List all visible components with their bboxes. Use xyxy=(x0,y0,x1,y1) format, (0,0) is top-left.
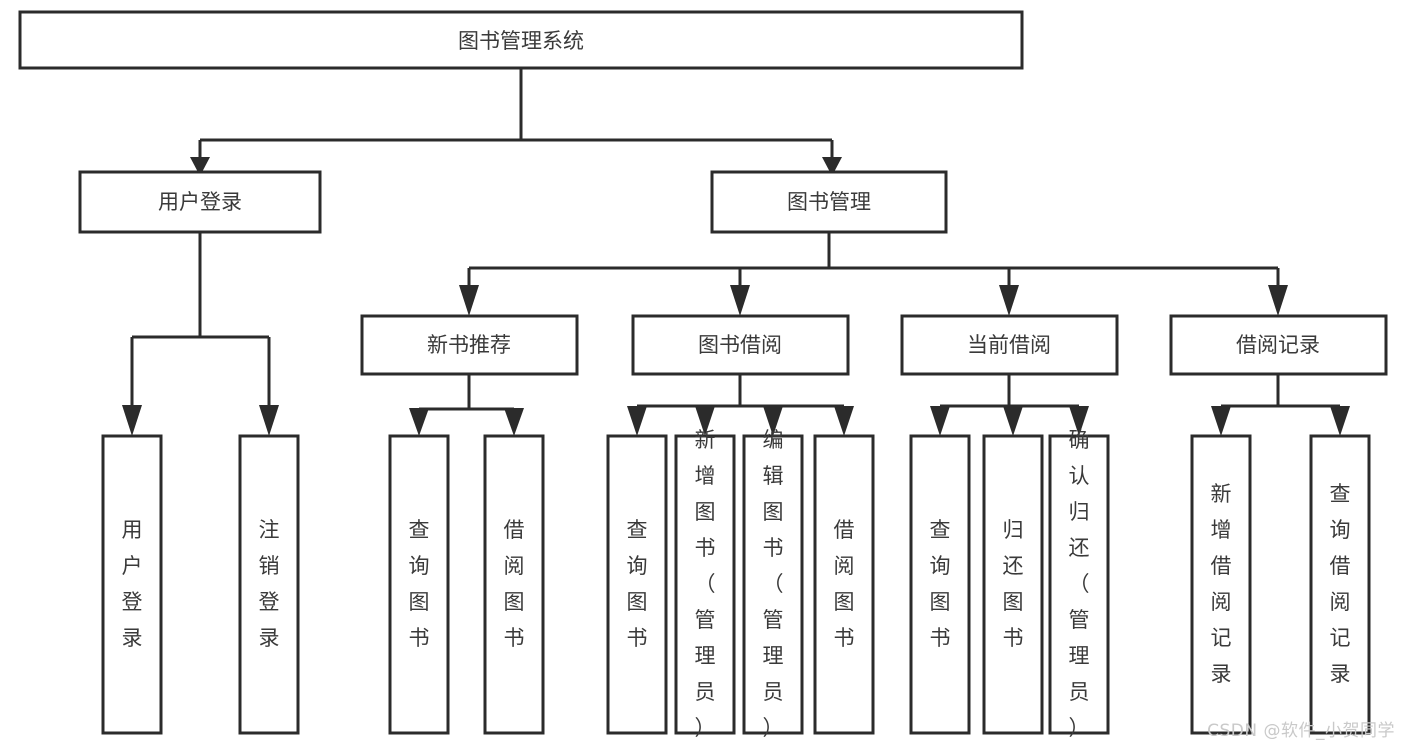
arrowhead-icon xyxy=(1211,406,1231,436)
node-book-manage[interactable]: 图书管理 xyxy=(710,170,948,234)
node-borrow-record-box xyxy=(1169,314,1388,376)
node-user-login-box xyxy=(78,170,322,234)
csdn-watermark: CSDN @软件_小贺同学 xyxy=(1207,721,1395,741)
arrowhead-icon xyxy=(730,285,750,316)
arrowhead-icon xyxy=(1330,406,1350,436)
node-current-borrow-box xyxy=(900,314,1119,376)
node-leaf-confirm-return-box xyxy=(1048,434,1110,735)
arrowhead-icon xyxy=(1268,285,1288,316)
node-leaf-add-record[interactable]: 新增借阅记录 xyxy=(1190,434,1252,735)
arrowhead-icon xyxy=(190,157,210,176)
node-leaf-add-book-label: 新增图书（管理员） xyxy=(695,428,716,740)
node-leaf-add-record-box xyxy=(1190,434,1252,735)
node-root-label: 图书管理系统 xyxy=(458,29,584,53)
node-current-borrow[interactable]: 当前借阅 xyxy=(900,314,1119,376)
node-leaf-user-login-label: 用户登录 xyxy=(122,518,143,650)
node-borrow-record[interactable]: 借阅记录 xyxy=(1169,314,1388,376)
node-book-borrow-box xyxy=(631,314,850,376)
node-borrow-record-label: 借阅记录 xyxy=(1236,333,1320,357)
arrowhead-icon xyxy=(122,405,142,436)
arrowhead-icon xyxy=(504,408,524,436)
node-leaf-confirm-return-label: 确认归还（管理员） xyxy=(1069,428,1090,740)
node-leaf-return-book-box xyxy=(982,434,1044,735)
node-leaf-query-book-2-box xyxy=(606,434,668,735)
node-leaf-query-record-box xyxy=(1309,434,1371,735)
node-leaf-add-book-box xyxy=(674,434,736,735)
node-leaf-edit-book-box xyxy=(742,434,804,735)
node-root-system[interactable]: 图书管理系统 xyxy=(18,10,1024,70)
node-leaf-borrow-book-2[interactable]: 借阅图书 xyxy=(813,434,875,735)
node-book-borrow-label: 图书借阅 xyxy=(698,333,782,357)
node-leaf-add-record-label: 新增借阅记录 xyxy=(1211,482,1232,686)
node-leaf-return-book-label: 归还图书 xyxy=(1003,518,1024,650)
node-leaf-borrow-book-1-label: 借阅图书 xyxy=(504,518,525,650)
node-leaf-return-book[interactable]: 归还图书 xyxy=(982,434,1044,735)
node-leaf-borrow-book-2-box xyxy=(813,434,875,735)
node-leaf-logout[interactable]: 注销登录 xyxy=(238,434,300,735)
node-leaf-borrow-book-2-label: 借阅图书 xyxy=(834,518,855,650)
node-current-borrow-label: 当前借阅 xyxy=(967,333,1051,357)
node-leaf-query-book-1-box xyxy=(388,434,450,735)
arrowhead-group xyxy=(122,157,1350,436)
node-leaf-query-book-2-label: 查询图书 xyxy=(627,518,648,650)
arrowhead-icon xyxy=(459,285,479,316)
node-leaf-user-login-box xyxy=(101,434,163,735)
arrowhead-icon xyxy=(409,408,429,436)
node-leaf-query-book-1[interactable]: 查询图书 xyxy=(388,434,450,735)
node-book-manage-box xyxy=(710,170,948,234)
node-user-login[interactable]: 用户登录 xyxy=(78,170,322,234)
node-leaf-edit-book-label: 编辑图书（管理员） xyxy=(763,428,784,740)
node-leaf-logout-box xyxy=(238,434,300,735)
arrowhead-icon xyxy=(695,406,715,436)
node-leaf-query-book-3-label: 查询图书 xyxy=(930,518,951,650)
node-book-borrow[interactable]: 图书借阅 xyxy=(631,314,850,376)
arrowhead-icon xyxy=(763,406,783,436)
node-leaf-borrow-book-1-box xyxy=(483,434,545,735)
node-leaf-query-book-2[interactable]: 查询图书 xyxy=(606,434,668,735)
node-user-login-label: 用户登录 xyxy=(158,190,242,214)
node-leaf-add-book[interactable]: 新增图书（管理员） xyxy=(674,428,736,740)
node-new-book-rec-label: 新书推荐 xyxy=(427,333,511,357)
node-leaf-edit-book[interactable]: 编辑图书（管理员） xyxy=(742,428,804,740)
node-leaf-borrow-book-1[interactable]: 借阅图书 xyxy=(483,434,545,735)
arrowhead-icon xyxy=(1069,406,1089,436)
arrowhead-icon xyxy=(1003,406,1023,436)
node-leaf-query-record[interactable]: 查询借阅记录 xyxy=(1309,434,1371,735)
arrowhead-icon xyxy=(999,285,1019,316)
node-leaf-logout-label: 注销登录 xyxy=(259,518,280,650)
arrowhead-icon xyxy=(259,405,279,436)
node-leaf-query-book-3-box xyxy=(909,434,971,735)
node-root-box xyxy=(18,10,1024,70)
node-new-book-rec-box xyxy=(360,314,579,376)
node-book-manage-label: 图书管理 xyxy=(787,190,871,214)
arrowhead-icon xyxy=(822,157,842,176)
arrowhead-icon xyxy=(930,406,950,436)
arrowhead-icon xyxy=(834,406,854,436)
node-leaf-query-record-label: 查询借阅记录 xyxy=(1330,482,1351,686)
node-leaf-user-login[interactable]: 用户登录 xyxy=(101,434,163,735)
node-leaf-query-book-3[interactable]: 查询图书 xyxy=(909,434,971,735)
node-new-book-rec[interactable]: 新书推荐 xyxy=(360,314,579,376)
node-leaf-query-book-1-label: 查询图书 xyxy=(409,518,430,650)
arrowhead-icon xyxy=(627,406,647,436)
node-leaf-confirm-return[interactable]: 确认归还（管理员） xyxy=(1048,428,1110,740)
